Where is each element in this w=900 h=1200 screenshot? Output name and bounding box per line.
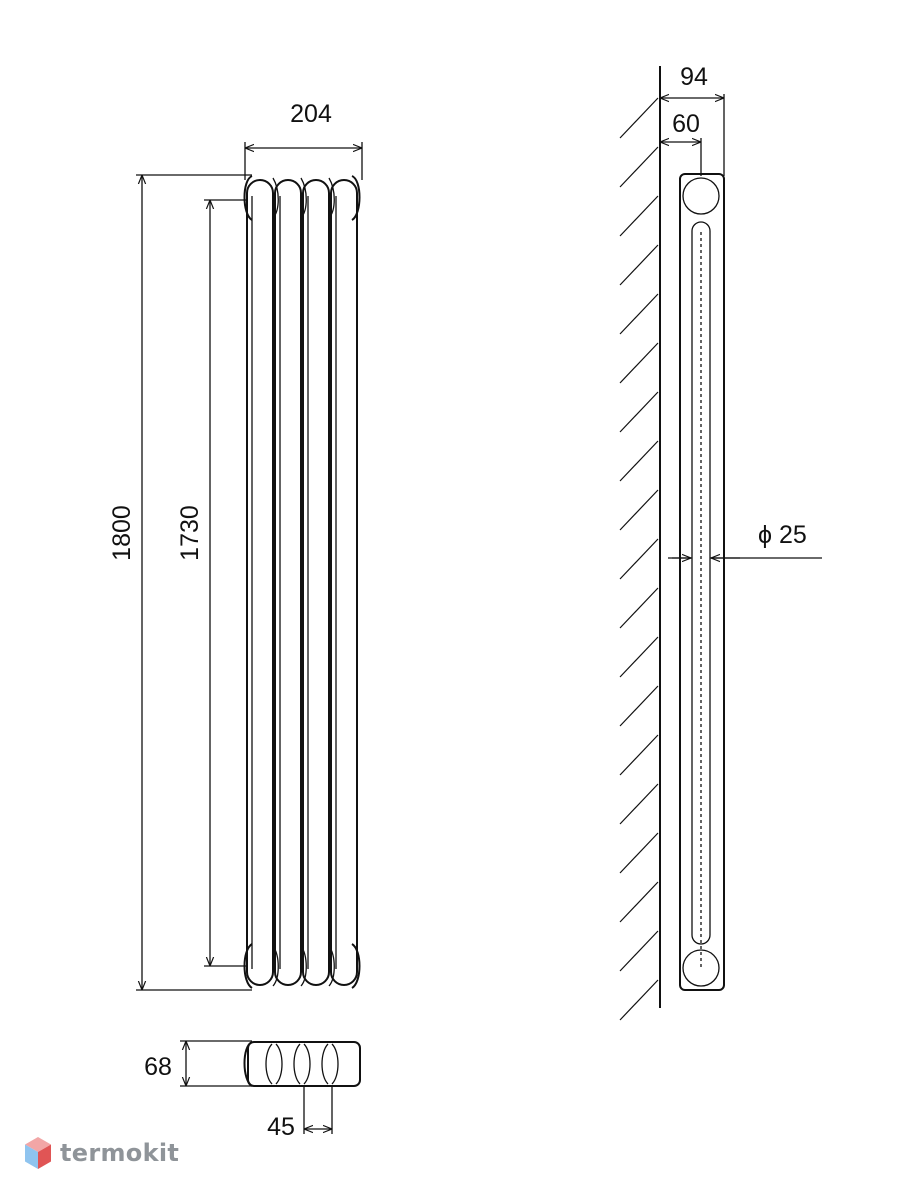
radiator-tubes	[246, 179, 358, 986]
height-dimension: 1800	[108, 174, 252, 991]
radiator-side-body	[679, 173, 725, 991]
hatch-line	[619, 146, 659, 188]
side-view: 94 60 ϕ 25	[619, 63, 822, 1021]
hatch-line	[619, 636, 659, 678]
depth-dimension: 68	[144, 1040, 252, 1087]
hatch-line	[619, 734, 659, 776]
hatch-line	[619, 244, 659, 286]
hatch-line	[619, 538, 659, 580]
width-label: 204	[290, 100, 332, 128]
wall-to-axis-dimension: 60	[660, 110, 702, 176]
wall	[619, 66, 661, 1021]
brand-name: termokit	[60, 1139, 180, 1167]
axis-distance-label: 1730	[176, 505, 204, 561]
axis-distance-dimension: 1730	[176, 199, 246, 967]
hatch-line	[619, 979, 659, 1021]
hatch-line	[619, 342, 659, 384]
front-view: 204 1800 1730	[108, 100, 363, 991]
wall-hatching	[619, 97, 659, 1021]
hatch-line	[619, 440, 659, 482]
top-collectors	[243, 175, 361, 221]
pipe-diameter-dimension: ϕ 25	[668, 521, 822, 558]
hatch-line	[619, 489, 659, 531]
hatch-line	[619, 783, 659, 825]
side-depth-dimension: 94	[660, 63, 725, 176]
wall-to-axis-label: 60	[672, 110, 700, 138]
hatch-line	[619, 391, 659, 433]
hatch-line	[619, 881, 659, 923]
top-collector-circle	[682, 177, 720, 215]
depth-label: 68	[144, 1053, 172, 1081]
pipe-diameter-label: ϕ 25	[758, 521, 807, 549]
tube-slot	[691, 221, 711, 945]
width-dimension: 204	[244, 100, 363, 180]
hatch-line	[619, 685, 659, 727]
bottom-collectors	[243, 943, 361, 989]
hatch-line	[619, 930, 659, 972]
hatch-line	[619, 97, 659, 139]
height-label: 1800	[108, 505, 136, 561]
hatch-line	[619, 587, 659, 629]
bottom-collector-circle	[682, 949, 720, 987]
side-depth-label: 94	[680, 63, 708, 91]
brand-watermark: termokit	[24, 1136, 179, 1170]
hatch-line	[619, 293, 659, 335]
pitch-label: 45	[267, 1113, 295, 1141]
pitch-dimension: 45	[267, 1086, 333, 1141]
hatch-line	[619, 832, 659, 874]
top-view: 68 45	[144, 1040, 361, 1141]
hatch-line	[619, 195, 659, 237]
cube-logo-icon	[25, 1137, 51, 1169]
